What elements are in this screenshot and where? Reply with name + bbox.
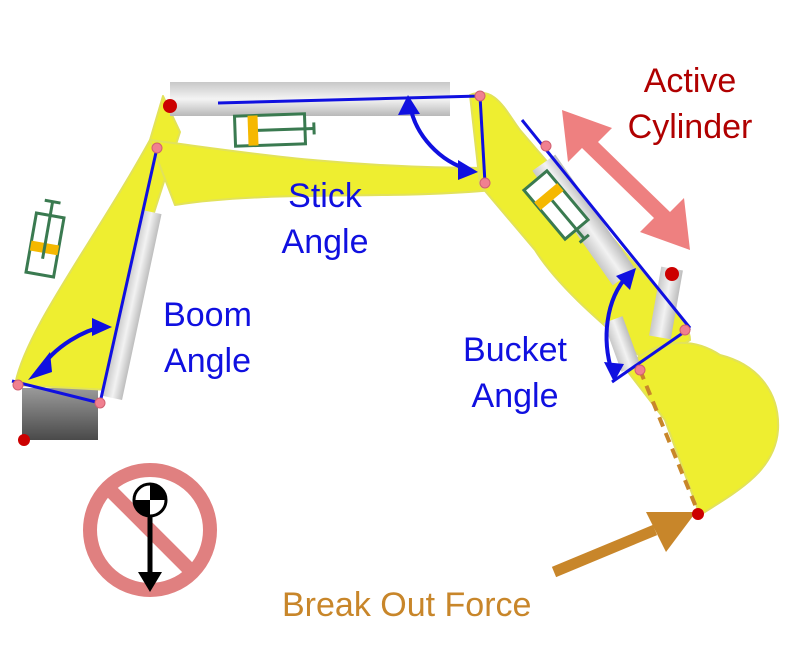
bucket-link xyxy=(649,266,683,340)
boom-angle-arrowhead-2 xyxy=(92,318,112,336)
cylinder-label: Cylinder xyxy=(627,108,753,146)
break-out-force-label: Break Out Force xyxy=(282,586,532,624)
break-out-force-shaft xyxy=(551,524,658,578)
boom-label: Boom xyxy=(163,296,252,334)
stick-angle-arrowhead xyxy=(398,95,420,115)
pivot-points xyxy=(18,99,704,520)
break-out-dashed-line xyxy=(638,369,700,513)
bucket-link-lower xyxy=(603,316,641,372)
active-cylinder-label: Active Cylinder xyxy=(615,58,765,150)
angle-lines xyxy=(11,94,692,405)
stick-angle-label: Stick Angle xyxy=(260,173,390,265)
center-of-mass-icon xyxy=(132,482,168,592)
hydraulic-cylinder-icon xyxy=(24,198,66,279)
hydraulic-cylinder-icon xyxy=(232,112,316,148)
bucket-angle-arrowhead-2 xyxy=(604,362,624,382)
boom-angle-label: Boom Angle xyxy=(140,292,275,384)
angle-arcs xyxy=(28,95,636,382)
excavator-arm xyxy=(14,91,780,516)
active-cylinder-arrow xyxy=(562,110,690,250)
bucket-angle-word: Angle xyxy=(471,377,559,415)
break-out-force-arrowhead xyxy=(646,512,696,552)
bucket-angle-label: Bucket Angle xyxy=(440,327,590,419)
boom-angle-word: Angle xyxy=(164,342,251,380)
hydraulic-cylinder-icon xyxy=(521,168,591,244)
bucket-label: Bucket xyxy=(463,331,567,369)
machine-base xyxy=(22,388,98,440)
boom-cylinder-rod xyxy=(102,209,162,401)
bucket-angle-arc xyxy=(604,273,630,373)
active-label: Active xyxy=(643,62,737,100)
stick-angle-arrowhead-2 xyxy=(458,160,478,180)
boom-angle-arrowhead xyxy=(28,352,52,380)
stick-angle-word: Angle xyxy=(281,223,369,261)
joint-points xyxy=(12,90,691,409)
stick-label: Stick xyxy=(288,177,362,215)
bucket-angle-arrowhead xyxy=(616,268,636,290)
